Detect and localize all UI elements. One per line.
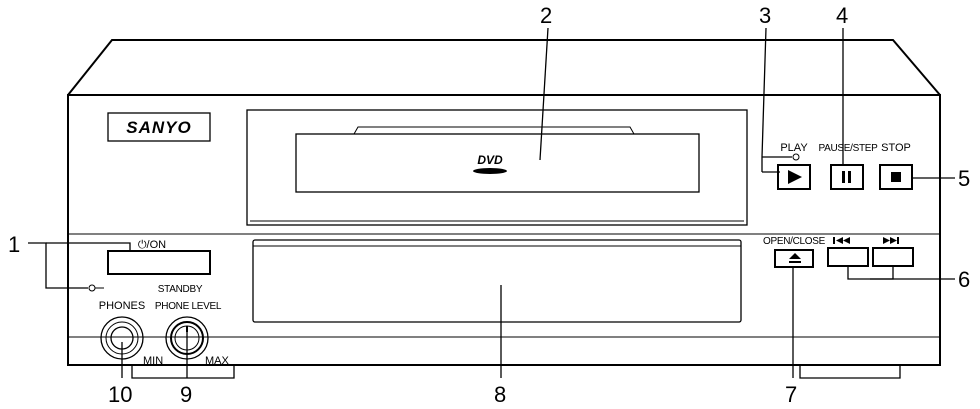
play-icon xyxy=(788,170,802,184)
callout-1: 1 xyxy=(8,232,20,257)
max-label: MAX xyxy=(205,355,230,367)
standby-label: STANDBY xyxy=(158,284,203,295)
callout-9: 9 xyxy=(180,382,192,407)
leader-lines xyxy=(28,27,955,378)
dvd-logo: DVD xyxy=(473,153,507,174)
open-close-label: OPEN/CLOSE xyxy=(763,236,826,247)
stop-icon xyxy=(891,172,901,182)
callout-3: 3 xyxy=(759,3,771,28)
svg-text:DVD: DVD xyxy=(477,153,503,167)
phone-level-label: PHONE LEVEL xyxy=(155,301,222,312)
disc-tray-lip xyxy=(353,126,635,135)
brand-logo: SANYO xyxy=(126,118,191,137)
audio-section: PHONES PHONE LEVEL MIN MAX xyxy=(99,300,230,367)
play-button[interactable] xyxy=(777,164,811,190)
callout-4: 4 xyxy=(836,3,848,28)
min-label: MIN xyxy=(143,355,163,367)
open-close-button[interactable] xyxy=(774,249,814,268)
disc-tray[interactable]: DVD xyxy=(246,109,748,226)
skip-forward-button[interactable] xyxy=(872,247,914,267)
callout-10: 10 xyxy=(108,382,132,407)
front-door xyxy=(252,239,742,323)
skip-back-button[interactable] xyxy=(827,247,869,267)
play-indicator xyxy=(792,153,800,161)
cabinet xyxy=(67,39,941,379)
callout-7: 7 xyxy=(785,382,797,407)
standby-indicator xyxy=(88,284,96,292)
callout-5: 5 xyxy=(958,166,970,191)
stop-button[interactable] xyxy=(879,164,913,190)
power-button[interactable] xyxy=(107,250,211,275)
pause-step-label: PAUSE/STEP xyxy=(818,143,878,154)
callout-8: 8 xyxy=(494,382,506,407)
front-face xyxy=(67,94,941,366)
skip-forward-icon xyxy=(883,237,899,244)
power-section: ⏻/ON STANDBY xyxy=(88,239,211,295)
brand-badge: SANYO xyxy=(107,112,211,142)
disc-tray-door[interactable] xyxy=(295,133,700,193)
foot-right xyxy=(799,365,901,379)
play-label: PLAY xyxy=(780,142,808,154)
phones-label: PHONES xyxy=(99,300,145,312)
eject-icon xyxy=(789,253,801,263)
callout-6: 6 xyxy=(958,267,970,292)
foot-left xyxy=(131,365,235,379)
pause-icon xyxy=(842,171,851,183)
callout-2: 2 xyxy=(540,3,552,28)
stop-label: STOP xyxy=(881,142,911,154)
transport-section: PLAY PAUSE/STEP STOP OPEN/CLOSE xyxy=(763,142,914,268)
pause-button[interactable] xyxy=(830,164,864,190)
cabinet-top-edge xyxy=(67,39,941,96)
dvd-logo-disc xyxy=(473,168,507,174)
skip-back-icon xyxy=(833,237,850,244)
brand-frame xyxy=(107,112,211,142)
callout-numbers: 1 2 3 4 5 6 7 8 9 10 xyxy=(8,3,970,407)
power-label: ⏻/ON xyxy=(138,239,166,251)
disc-tray-bezel xyxy=(246,109,748,226)
